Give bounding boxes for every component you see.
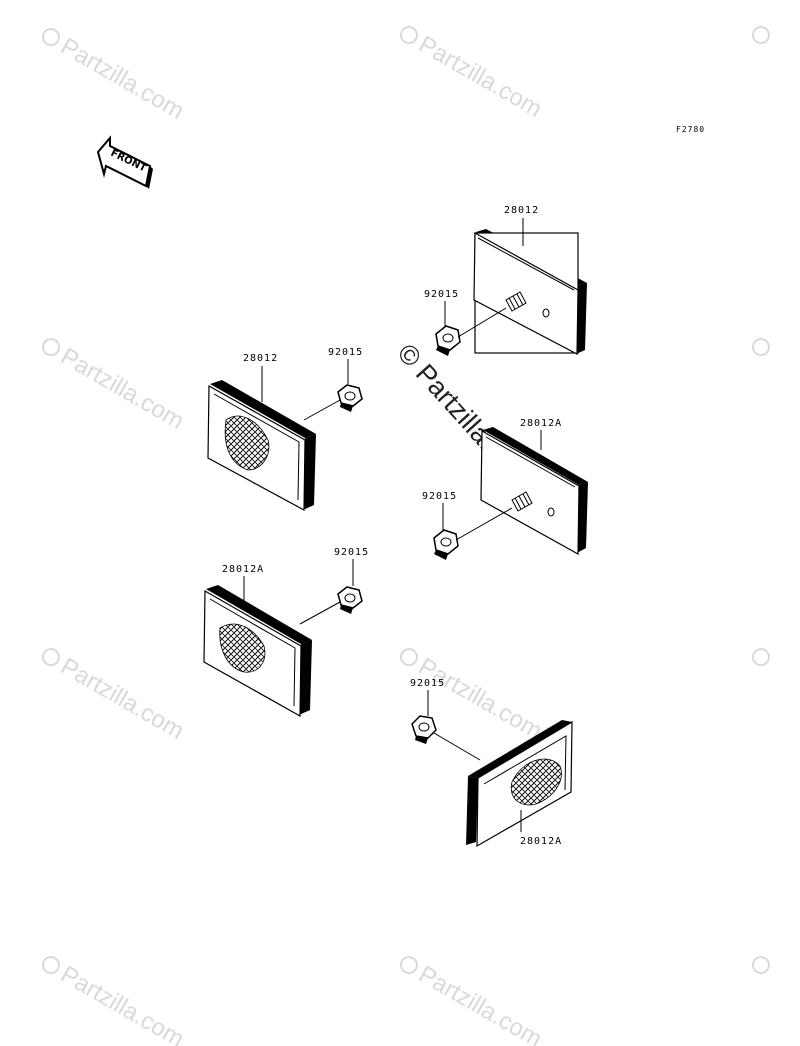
connector-line	[457, 307, 507, 338]
reflector-bottom	[466, 720, 573, 848]
watermark-text: Partzilla.com	[56, 653, 188, 745]
part-number-label: 92015	[328, 347, 363, 358]
reflector-middle-right	[480, 427, 588, 556]
part-number-label: 28012A	[222, 564, 264, 575]
nut-92015	[435, 325, 461, 356]
part-number-label: 28012A	[520, 418, 562, 429]
watermark	[751, 648, 770, 667]
watermark: Partzilla.com	[41, 28, 189, 125]
watermark: Partzilla.com	[41, 648, 189, 745]
watermark-text: Partzilla.com	[56, 961, 188, 1046]
reflector-top-right	[473, 229, 587, 355]
part-number-label: 92015	[424, 289, 459, 300]
part-number-label: 92015	[334, 547, 369, 558]
connector-line	[433, 732, 481, 761]
part-number-label: 92015	[410, 678, 445, 689]
reflector-left-lower	[203, 585, 312, 718]
watermark-text: Partzilla.com	[56, 33, 188, 125]
reflector-left-upper	[207, 380, 316, 511]
watermark: Partzilla.com	[41, 338, 189, 435]
nut-92015	[337, 586, 363, 614]
front-arrow-icon: FRONT	[96, 135, 153, 189]
watermark	[751, 338, 770, 357]
nut-92015	[411, 715, 437, 744]
connector-line	[455, 507, 513, 541]
watermark-text: Partzilla.com	[56, 343, 188, 435]
part-number-label: 28012	[504, 205, 539, 216]
part-number-label: 92015	[422, 491, 457, 502]
nut-92015	[433, 529, 459, 560]
watermark: Partzilla.com	[41, 956, 189, 1046]
watermark	[751, 956, 770, 975]
figure-code: F2780	[676, 125, 705, 134]
reflector-stud	[505, 291, 550, 318]
watermark: Partzilla.com	[399, 26, 547, 123]
nut-92015	[337, 384, 363, 412]
watermark	[751, 26, 770, 45]
watermark-text: Partzilla.com	[414, 31, 546, 123]
watermark-text: Partzilla.com	[414, 961, 546, 1046]
connector-line	[303, 399, 341, 421]
watermark: Partzilla.com	[399, 956, 547, 1046]
connector-line	[299, 601, 341, 625]
reflector-stud	[511, 491, 555, 517]
part-number-label: 28012	[243, 353, 278, 364]
part-number-label: 28012A	[520, 836, 562, 847]
